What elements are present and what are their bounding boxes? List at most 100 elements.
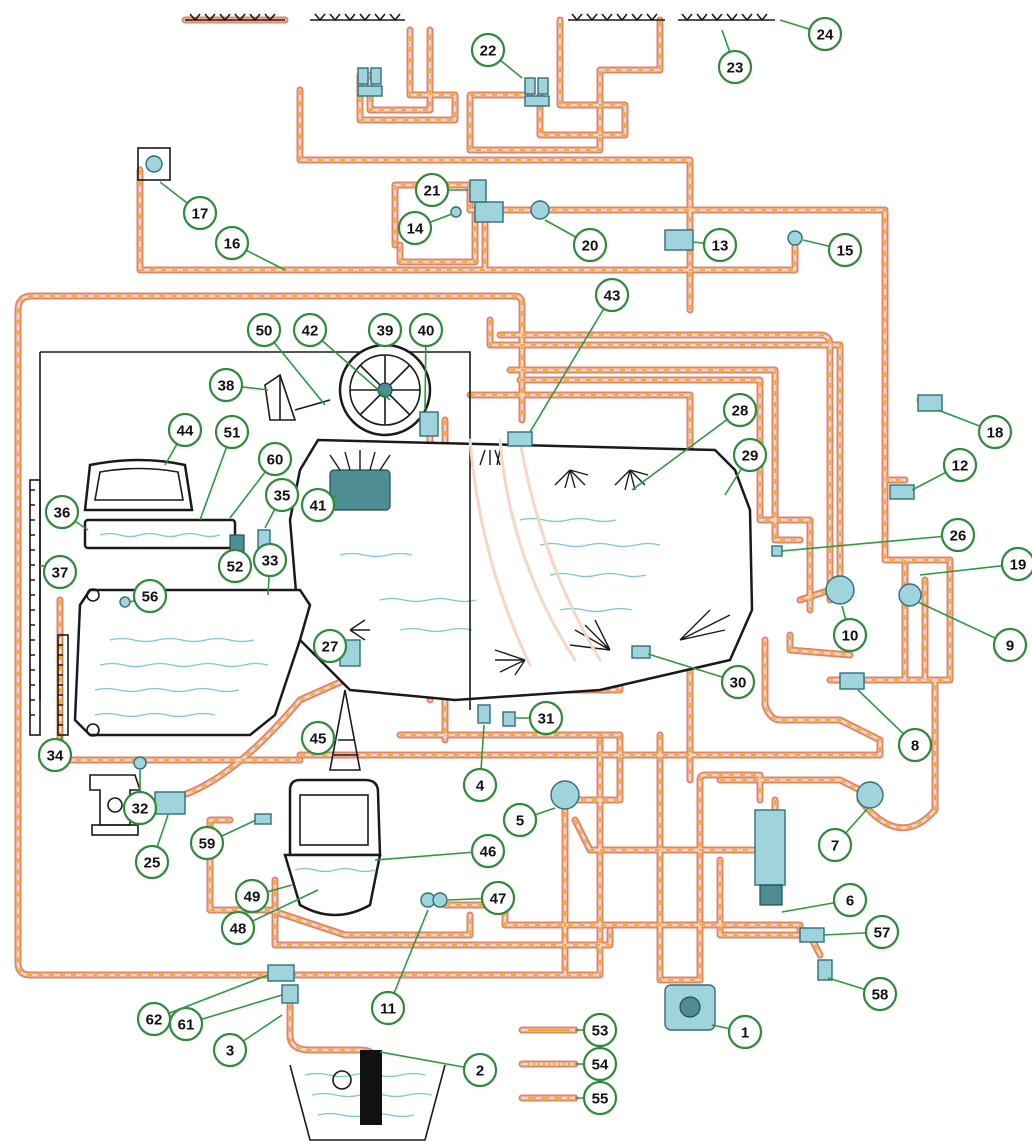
pipe-top-right-feed-b-core (538, 18, 627, 137)
callout-bubble-47 (480, 880, 516, 916)
callout-17: 17 (159, 181, 218, 231)
callout-number-47: 47 (490, 891, 507, 908)
callout-47: 47 (447, 880, 516, 916)
pipe-left-boom-loop-flow (185, 19, 691, 310)
callout-35: 35 (264, 477, 300, 529)
callout-bubble-59 (189, 825, 225, 861)
chemical-inductor (283, 778, 382, 917)
callout-number-27: 27 (322, 639, 339, 656)
callout-15: 15 (802, 232, 863, 268)
callout-bubble-24 (807, 16, 843, 52)
callout-number-59: 59 (199, 836, 216, 853)
callout-number-23: 23 (727, 60, 744, 77)
callout-11: 11 (370, 909, 429, 1026)
callout-39: 39 (367, 312, 403, 348)
callout-8: 8 (857, 689, 933, 763)
callout-21: 21 (414, 172, 468, 208)
pipe-right-loop (881, 396, 939, 484)
callout-3: 3 (212, 1014, 283, 1068)
callout-48: 48 (220, 889, 319, 946)
callout-number-25: 25 (144, 855, 161, 872)
valve-components (119, 67, 943, 1031)
inductor-cone (329, 689, 361, 771)
callout-bubble-23 (717, 49, 753, 85)
callout-14: 14 (397, 210, 453, 246)
callout-bubble-46 (470, 833, 506, 869)
callout-bubble-3 (212, 1032, 248, 1068)
callout-58: 58 (827, 976, 898, 1012)
callout-26: 26 (781, 517, 976, 553)
callout-number-29: 29 (742, 448, 759, 465)
callout-number-14: 14 (407, 221, 424, 238)
callout-bubble-4 (462, 767, 498, 803)
callout-number-21: 21 (424, 183, 441, 200)
callout-number-61: 61 (178, 1017, 195, 1034)
callout-bubble-51 (214, 414, 250, 450)
callout-number-58: 58 (872, 987, 889, 1004)
callout-bubble-52 (217, 548, 253, 584)
callout-9: 9 (917, 601, 1028, 663)
callout-number-60: 60 (267, 452, 284, 469)
cab-window (83, 458, 194, 512)
pipe-control-down-b-flow (399, 215, 476, 263)
level-gauge-flush (57, 634, 69, 736)
callout-number-17: 17 (192, 206, 209, 223)
callout-number-52: 52 (227, 559, 244, 576)
callout-bubble-27 (312, 628, 348, 664)
callout-bubble-60 (257, 441, 293, 477)
pipe-top-left-feed-b-flow (369, 30, 431, 111)
callout-25: 25 (134, 814, 170, 880)
callout-bubble-32 (122, 790, 158, 826)
callout-56: 56 (129, 578, 168, 614)
pipe-gauge-line-core (138, 168, 797, 272)
callout-27: 27 (312, 628, 348, 664)
boom-section-1 (185, 13, 285, 22)
main-tank-water (339, 517, 661, 633)
callout-44: 44 (164, 412, 203, 466)
pipe-tank-return-flow (400, 734, 621, 801)
callout-bubble-50 (246, 312, 282, 348)
callout-bubble-6 (832, 882, 868, 918)
pipe-agitator-feed-b-flow (500, 334, 831, 600)
callout-number-3: 3 (226, 1043, 234, 1060)
callout-16: 16 (214, 225, 286, 271)
pipe-top-right-feed-b-flow (539, 20, 626, 136)
callout-number-6: 6 (846, 893, 854, 910)
pipe-inductor-feed-flow (159, 679, 346, 801)
callout-bubble-40 (408, 312, 444, 348)
callout-number-50: 50 (256, 323, 273, 340)
callout-32: 32 (122, 770, 158, 826)
callout-number-1: 1 (741, 1025, 749, 1042)
callout-number-44: 44 (177, 423, 194, 440)
callout-number-45: 45 (310, 731, 327, 748)
callout-28: 28 (631, 392, 758, 491)
pipe-bottom-right-flow (719, 860, 821, 956)
foam-marker-cone (264, 373, 331, 421)
callout-bubble-48 (220, 910, 256, 946)
callout-number-19: 19 (1010, 557, 1027, 574)
callout-55: 55 (575, 1080, 618, 1116)
pipe-jet-line-core (518, 378, 812, 612)
callout-18: 18 (937, 409, 1013, 450)
callout-bubble-13 (702, 227, 738, 263)
pipe-pump-right-flow (720, 680, 936, 829)
callout-number-30: 30 (730, 675, 747, 692)
callout-bubble-20 (572, 227, 608, 263)
level-gauge-main (29, 479, 41, 736)
callout-number-8: 8 (911, 738, 919, 755)
callout-51: 51 (199, 414, 250, 521)
callout-number-5: 5 (516, 813, 524, 830)
callout-22: 22 (470, 32, 523, 79)
callout-29: 29 (724, 437, 768, 496)
pipe-inductor-right-flow (274, 880, 611, 946)
callout-number-39: 39 (377, 323, 394, 340)
callout-bubble-14 (397, 210, 433, 246)
callout-number-56: 56 (142, 589, 159, 606)
callout-31: 31 (515, 700, 564, 736)
callout-50: 50 (246, 312, 326, 406)
callout-37: 37 (39, 554, 78, 590)
callout-bubble-43 (594, 277, 630, 313)
callout-number-37: 37 (52, 565, 69, 582)
pipe-mid-horizontal-flow (300, 640, 881, 756)
